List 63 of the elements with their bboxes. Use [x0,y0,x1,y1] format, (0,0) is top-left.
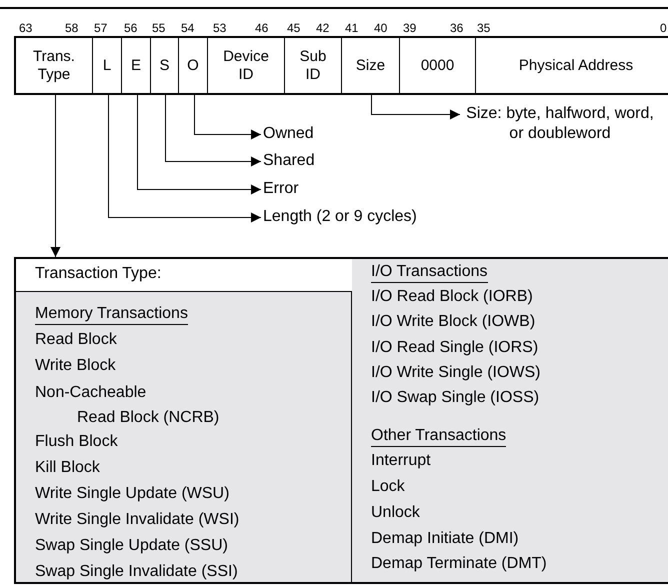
bit-number: 57 [94,21,108,35]
section-heading: Memory Transactions [35,304,188,325]
bit-number: 36 [450,21,464,35]
field-description: Error [263,179,299,199]
bit-number: 54 [181,21,194,35]
field-description: Shared [263,151,315,171]
bit-number: 55 [152,21,166,35]
arrow [108,92,262,222]
list-item: Write Single Update (WSU) [35,484,230,504]
list-panel [352,259,668,582]
table-heading: Transaction Type: [35,264,162,284]
arrow [50,92,60,258]
list-item: I/O Swap Single (IOSS) [371,388,540,408]
bit-number: 41 [345,21,358,35]
field-description: Owned [263,124,314,144]
arrow [165,92,262,166]
list-item: Kill Block [35,458,100,478]
bit-number: 39 [403,21,416,35]
bit-number: 42 [316,21,330,35]
list-item: Read Block [35,330,117,350]
list-panel [16,291,352,582]
list-item: Demap Terminate (DMT) [371,554,547,574]
list-item: I/O Read Block (IORB) [371,287,533,307]
register-field: Trans. Type [16,38,93,93]
arrow [194,92,262,140]
list-item: Swap Single Invalidate (SSI) [35,562,238,582]
list-item: Interrupt [371,451,431,471]
field-description: Length (2 or 9 cycles) [263,207,417,227]
bit-number: 53 [213,21,226,35]
list-item: Lock [371,477,405,497]
list-item: I/O Write Block (IOWB) [371,312,536,332]
list-item: I/O Read Single (IORS) [371,338,538,358]
bit-number: 63 [19,21,32,35]
register-field: 0000 [400,38,476,93]
list-item: Write Block [35,356,116,376]
list-item: Flush Block [35,432,118,452]
register-field: Sub ID [285,38,342,93]
bit-number: 40 [374,21,388,35]
register-field: E [122,38,151,93]
bit-number: 58 [65,21,78,35]
bit-number: 56 [124,21,138,35]
section-heading: I/O Transactions [371,262,488,283]
register-field: L [93,38,122,93]
list-item: Unlock [371,503,420,523]
arrow [371,92,460,120]
list-item: I/O Write Single (IOWS) [371,363,541,383]
section-heading: Other Transactions [371,426,506,447]
register-field: Size [342,38,400,93]
list-item: Non-Cacheable Read Block (NCRB) [35,383,220,428]
bit-number: 35 [477,21,490,35]
bit-number: 46 [255,21,268,35]
list-item: Demap Initiate (DMI) [371,529,519,549]
register-field: S [151,38,179,93]
register-field: Physical Address [476,38,668,93]
arrow [137,92,262,194]
list-item: Write Single Invalidate (WSI) [35,510,240,530]
transaction-type-table [14,257,668,584]
register-field: Device ID [208,38,285,93]
bit-number: 45 [287,21,300,35]
field-description: Size: byte, halfword, word, or doubleword [462,104,658,144]
list-item: Swap Single Update (SSU) [35,536,228,556]
register-field: O [179,38,208,93]
bit-number: 0 [660,21,667,35]
